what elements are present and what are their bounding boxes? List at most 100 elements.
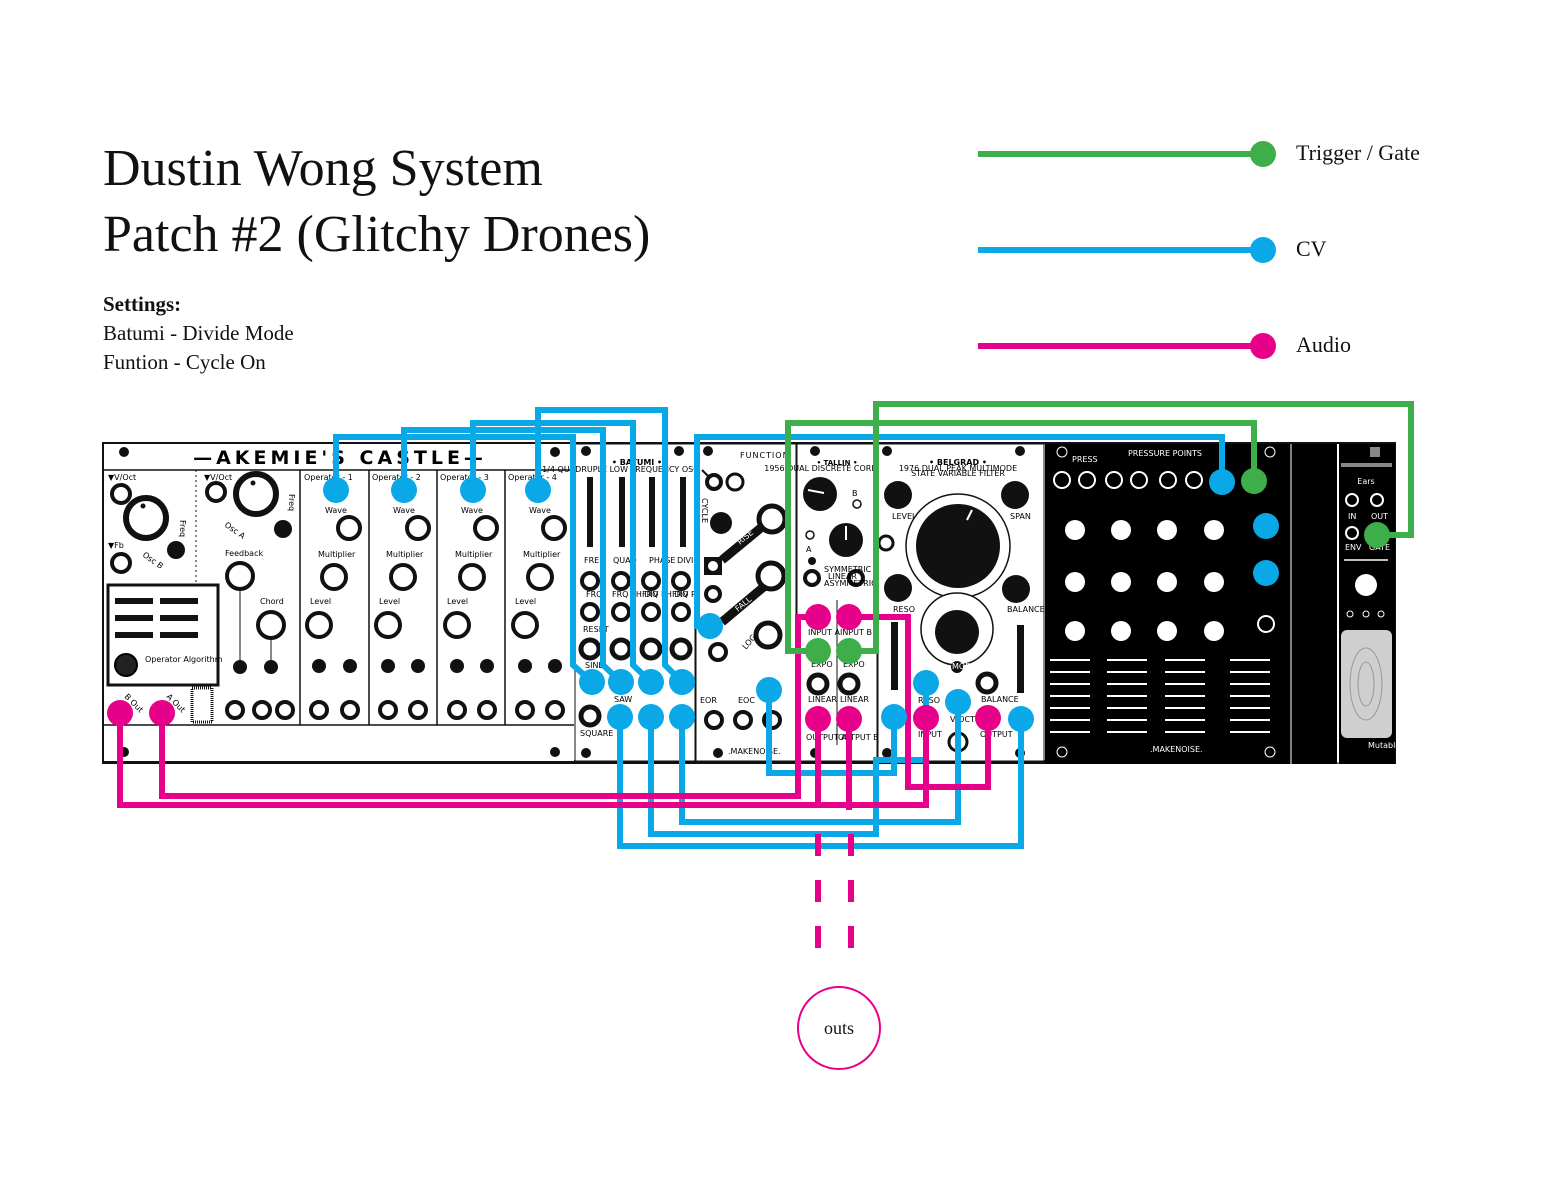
jack-sine-1[interactable] [578, 637, 602, 661]
jack-fb-cv[interactable] [225, 700, 245, 720]
knob[interactable] [1204, 572, 1224, 592]
knob-wave[interactable] [336, 515, 362, 541]
jack-reset-4[interactable] [671, 602, 691, 622]
audio-point-b-out[interactable] [107, 700, 133, 726]
jack-gate-out[interactable] [1257, 615, 1275, 633]
cv-point-batumi-saw-2[interactable] [607, 704, 633, 730]
cv-point-belgrad-reso[interactable] [913, 670, 939, 696]
slider-span-cv[interactable] [1017, 625, 1024, 693]
knob-span[interactable] [1001, 481, 1029, 509]
audio-point-belgrad-input[interactable] [913, 705, 939, 731]
slider-reso-cv[interactable] [891, 622, 898, 690]
jack-sine-2[interactable] [609, 637, 633, 661]
knob[interactable] [1157, 520, 1177, 540]
knob-level[interactable] [443, 611, 471, 639]
knob[interactable] [1065, 621, 1085, 641]
knob-rise[interactable] [756, 503, 788, 535]
cv-point-belgrad-voct[interactable] [945, 689, 971, 715]
jack-level-cv[interactable] [378, 700, 398, 720]
jack-level-cv[interactable] [447, 700, 467, 720]
jack-inv-cv[interactable] [275, 700, 295, 720]
knob-chord[interactable] [256, 610, 286, 640]
jack-gate[interactable] [1185, 471, 1203, 489]
cv-point-pp-row1[interactable] [1253, 513, 1279, 539]
knob[interactable] [1111, 621, 1131, 641]
jack-square-1[interactable] [578, 704, 602, 728]
knob-frequency[interactable] [916, 504, 1000, 588]
slider-freq-3[interactable] [649, 477, 655, 547]
cv-point-function-out[interactable] [756, 677, 782, 703]
knob-level[interactable] [305, 611, 333, 639]
jack-balance-cv[interactable] [975, 671, 999, 695]
audio-point-tallin-out-b[interactable] [836, 706, 862, 732]
attenuverter-level[interactable] [518, 659, 532, 673]
slider-freq-1[interactable] [587, 477, 593, 547]
jack-chord-cv[interactable] [252, 700, 272, 720]
jack-mult-cv[interactable] [408, 700, 428, 720]
knob-tallin-a[interactable] [803, 477, 837, 511]
cv-point-function-both[interactable] [697, 613, 723, 639]
jack-reset-1[interactable] [580, 602, 600, 622]
knob-multiplier[interactable] [320, 563, 348, 591]
knob[interactable] [1204, 520, 1224, 540]
slider-freq-2[interactable] [619, 477, 625, 547]
cv-point-belgrad-reso-cv[interactable] [881, 704, 907, 730]
jack-frq-2[interactable] [611, 571, 631, 591]
jack-sine-4[interactable] [669, 637, 693, 661]
gate-point-tallin-expo-b[interactable] [836, 638, 862, 664]
attenuverter-mult[interactable] [480, 659, 494, 673]
button-cycle[interactable] [710, 512, 732, 534]
jack-osc-a-voct[interactable] [205, 481, 227, 503]
attenuverter-mult[interactable] [343, 659, 357, 673]
jack-eoc[interactable] [733, 710, 753, 730]
cv-point-op3-wave[interactable] [460, 477, 486, 503]
knob-log[interactable] [753, 620, 783, 650]
knob-level[interactable] [884, 481, 912, 509]
attenuverter-fb[interactable] [233, 660, 247, 674]
jack-press[interactable] [1078, 471, 1096, 489]
cv-point-batumi-sine-1[interactable] [579, 669, 605, 695]
button-osc-a[interactable] [274, 520, 292, 538]
jack-reset-3[interactable] [641, 602, 661, 622]
knob[interactable] [1204, 621, 1224, 641]
jack-both-cv[interactable] [708, 642, 728, 662]
audio-point-tallin-input-b[interactable] [836, 604, 862, 630]
jack-osc-b-voct[interactable] [110, 483, 132, 505]
audio-point-tallin-input-a[interactable] [805, 604, 831, 630]
attenuverter-level[interactable] [450, 659, 464, 673]
cv-point-op1-wave[interactable] [323, 477, 349, 503]
cv-point-pp-row2[interactable] [1253, 560, 1279, 586]
jack-mult-cv[interactable] [340, 700, 360, 720]
knob-feedback[interactable] [225, 561, 255, 591]
knob-osc-b-freq[interactable] [123, 495, 169, 541]
knob-multiplier[interactable] [389, 563, 417, 591]
knob[interactable] [1111, 572, 1131, 592]
jack-frq-3[interactable] [641, 571, 661, 591]
jack-ears-in[interactable] [1345, 493, 1359, 507]
knob[interactable] [1111, 520, 1131, 540]
jack-sine-3[interactable] [639, 637, 663, 661]
attenuverter-chord[interactable] [264, 660, 278, 674]
jack-level-cv[interactable] [309, 700, 329, 720]
gate-point-tallin-expo-a[interactable] [805, 638, 831, 664]
jack-frq-1[interactable] [580, 571, 600, 591]
jack-rise-cv[interactable] [706, 559, 720, 573]
jack-signal-in[interactable] [725, 472, 745, 492]
knob-fall[interactable] [755, 560, 787, 592]
attenuverter-mult[interactable] [548, 659, 562, 673]
knob-balance[interactable] [1002, 575, 1030, 603]
jack-mult-cv[interactable] [545, 700, 565, 720]
knob-mode[interactable] [935, 610, 979, 654]
jack-frq-4[interactable] [671, 571, 691, 591]
knob-multiplier[interactable] [458, 563, 486, 591]
knob[interactable] [1065, 572, 1085, 592]
knob-wave[interactable] [541, 515, 567, 541]
cv-point-batumi-saw-4[interactable] [669, 704, 695, 730]
jack-linear-b[interactable] [837, 672, 861, 696]
switch-mode-a[interactable] [803, 569, 821, 587]
cv-point-pp-gate[interactable] [1209, 469, 1235, 495]
ears-contact-pad[interactable] [1341, 630, 1392, 738]
switch-mode-b[interactable] [847, 569, 865, 587]
jack-osc-b-fb[interactable] [110, 552, 132, 574]
knob-wave[interactable] [473, 515, 499, 541]
